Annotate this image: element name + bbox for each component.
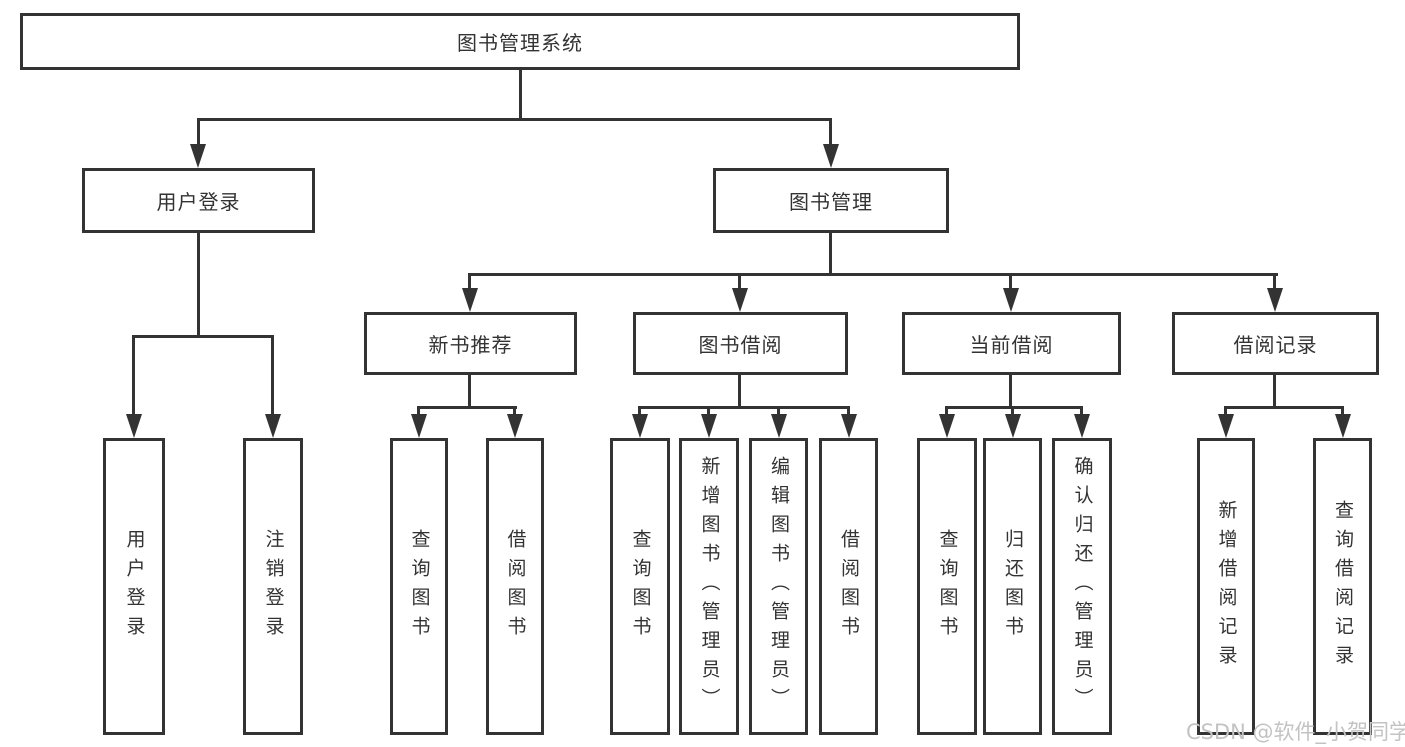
arrowhead-down [1005,414,1021,438]
leaf-label: 用户登录 [123,528,146,645]
node-current-borrowing: 当前借阅 [902,312,1121,375]
leaf-label: 查询图书 [629,528,652,645]
connector-line [945,406,948,420]
connector-line [468,375,471,406]
connector-line [519,70,522,118]
node-new-book-recommend: 新书推荐 [364,312,577,375]
arrowhead-down [771,414,787,438]
leaf-label: 查询图书 [936,528,959,645]
arrowhead-down [1267,288,1283,312]
arrowhead-down [411,414,427,438]
connector-line [1273,273,1276,293]
connector-line [468,273,1278,276]
arrowhead-down [1074,414,1090,438]
arrowhead-down [1003,288,1019,312]
connector-line [468,273,471,293]
node-root-library-system: 图书管理系统 [20,13,1020,70]
leaf-confirm-return-admin: 确认归还（管理员） [1052,438,1112,735]
csdn-watermark: CSDN @软件_小贺同学 [1186,720,1405,744]
leaf-label: 查询借阅记录 [1332,499,1354,674]
connector-line [945,406,1083,409]
connector-line [738,375,741,406]
leaf-query-borrow-record: 查询借阅记录 [1313,438,1372,735]
leaf-query-books-recommend: 查询图书 [390,438,448,735]
connector-line [738,273,741,293]
leaf-add-book-admin: 新增图书（管理员） [679,438,739,735]
connector-line [777,406,780,420]
leaf-label: 查询图书 [408,528,431,645]
connector-line [1009,273,1012,293]
connector-line [513,406,516,420]
connector-line [132,335,135,420]
arrowhead-down [462,288,478,312]
connector-line [197,118,832,121]
connector-line [638,406,641,420]
connector-line [132,335,274,338]
leaf-borrow-books-borrowing: 借阅图书 [819,438,878,735]
connector-line [417,406,420,420]
connector-line [1080,406,1083,420]
connector-line [1011,406,1014,420]
leaf-add-borrow-record: 新增借阅记录 [1197,438,1255,735]
leaf-logout: 注销登录 [243,438,303,735]
leaf-label: 新增图书（管理员） [698,456,721,717]
connector-line [829,233,832,273]
leaf-label: 注销登录 [262,528,285,645]
arrowhead-down [190,144,206,168]
leaf-label: 新增借阅记录 [1215,499,1238,674]
arrowhead-down [507,414,523,438]
arrowhead-down [1218,414,1234,438]
connector-line [417,406,517,409]
leaf-query-books-current: 查询图书 [917,438,977,735]
arrowhead-down [841,414,857,438]
arrowhead-down [823,144,839,168]
arrowhead-down [126,414,142,438]
leaf-label: 编辑图书（管理员） [768,456,790,717]
arrowhead-down [701,414,717,438]
connector-line [847,406,850,420]
leaf-query-books-borrowing: 查询图书 [610,438,670,735]
connector-line [197,118,200,148]
arrowhead-down [732,288,748,312]
leaf-label: 借阅图书 [504,528,527,645]
node-book-management: 图书管理 [713,168,949,233]
connector-line [271,335,274,420]
connector-line [1009,375,1012,406]
connector-line [829,118,832,148]
arrowhead-down [632,414,648,438]
connector-line [1224,406,1344,409]
leaf-label: 归还图书 [1002,528,1024,645]
leaf-user-login: 用户登录 [103,438,165,735]
leaf-return-book: 归还图书 [983,438,1042,735]
arrowhead-down [1335,414,1351,438]
connector-line [707,406,710,420]
node-book-borrowing: 图书借阅 [633,312,848,375]
leaf-borrow-books-recommend: 借阅图书 [486,438,544,735]
connector-line [197,233,200,335]
node-user-login: 用户登录 [82,168,315,233]
connector-line [1273,375,1276,406]
leaf-label: 借阅图书 [838,528,860,645]
arrowhead-down [265,414,281,438]
node-borrow-records: 借阅记录 [1172,312,1379,375]
leaf-label: 确认归还（管理员） [1071,456,1094,717]
connector-line [638,406,850,409]
leaf-edit-book-admin: 编辑图书（管理员） [749,438,808,735]
arrowhead-down [939,414,955,438]
connector-line [1224,406,1227,420]
connector-line [1341,406,1344,420]
